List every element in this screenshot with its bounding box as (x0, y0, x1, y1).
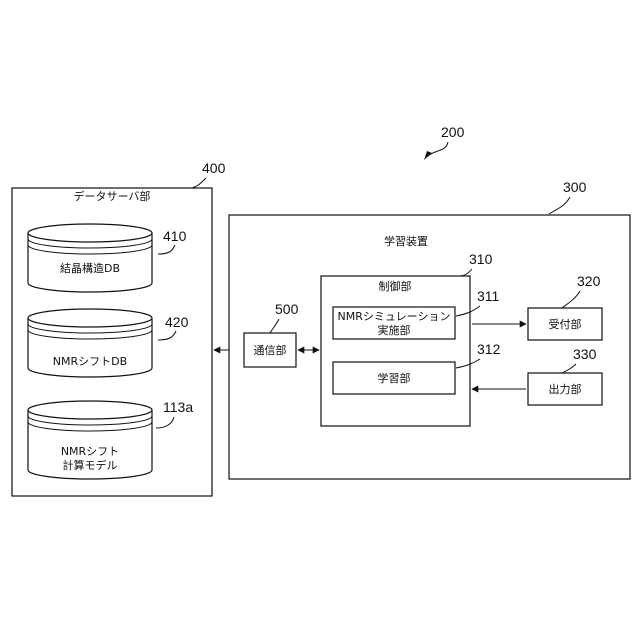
learning-device-ref-number: 300 (563, 179, 587, 195)
nmr-sim-label-line1: NMRシミュレーション (338, 310, 451, 323)
learning-device-title: 学習装置 (384, 234, 428, 248)
output-ref-number: 330 (573, 346, 597, 362)
receive-ref-number: 320 (577, 273, 601, 289)
db-cylinder-top (28, 309, 152, 327)
nmr-sim-ref-number: 311 (477, 288, 500, 304)
model-ref-number: 113a (163, 399, 193, 415)
db-cylinder-top (28, 224, 152, 242)
data-server-title: データサーバ部 (74, 189, 151, 203)
nmr-sim-label-line2: 実施部 (378, 323, 411, 337)
system-ref-leader (428, 142, 448, 156)
receive-label: 受付部 (549, 317, 582, 331)
comm-label: 通信部 (254, 343, 287, 357)
model-label-line1: NMRシフト (61, 445, 119, 458)
learning-device-ref-leader (549, 197, 570, 214)
system-ref: 200 (424, 124, 465, 160)
control-box (321, 276, 470, 426)
system-ref-arrowhead (424, 151, 432, 160)
learning-device-block: 学習装置 300 通信部 500 制御部 310 NMRシミュレーション 実施部… (229, 179, 630, 479)
db-nmr-shift-label: NMRシフトDB (53, 355, 127, 368)
learning-unit-ref-number: 312 (477, 341, 501, 357)
learning-unit-label: 学習部 (378, 371, 411, 385)
db-crystal-ref-number: 410 (163, 228, 187, 244)
data-server-block: データサーバ部 400 結晶構造DB 410 NMRシフトDB 420 (12, 160, 226, 496)
output-label: 出力部 (549, 382, 582, 396)
data-server-ref-number: 400 (202, 160, 226, 176)
control-label: 制御部 (379, 279, 412, 293)
nmr-shift-db: NMRシフトDB (28, 309, 152, 377)
control-ref-number: 310 (469, 251, 493, 267)
db-nmr-shift-ref-number: 420 (165, 314, 189, 330)
crystal-structure-db: 結晶構造DB (28, 224, 152, 292)
db-cylinder-top (28, 401, 152, 419)
db-crystal-label: 結晶構造DB (60, 261, 120, 275)
model-label-line2: 計算モデル (63, 458, 118, 472)
comm-ref-number: 500 (275, 301, 299, 317)
system-ref-number: 200 (441, 124, 465, 140)
data-server-ref-leader (192, 178, 206, 188)
nmr-shift-calc-model: NMRシフト 計算モデル (28, 401, 152, 479)
